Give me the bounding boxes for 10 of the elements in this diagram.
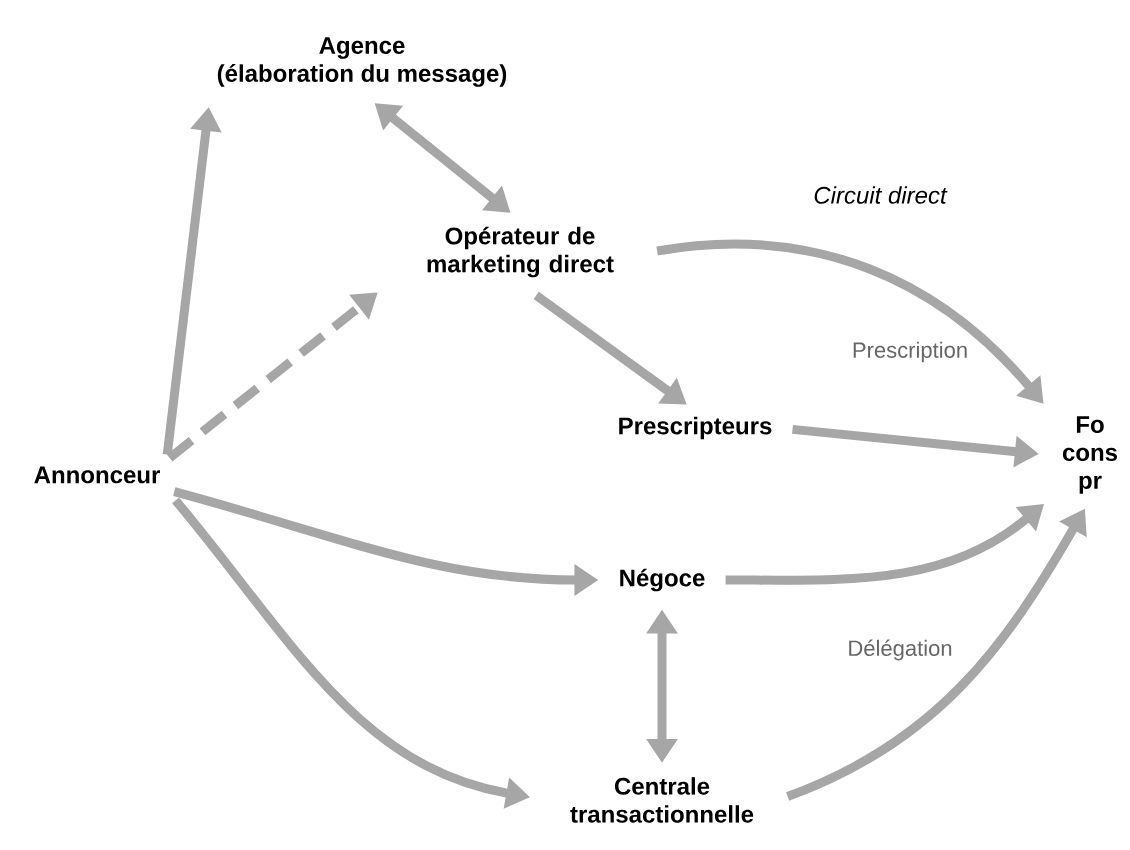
node-label: Annonceur — [34, 466, 160, 484]
node-label: Opérateur de marketing direct — [427, 226, 614, 278]
flow-label: Délégation — [849, 639, 952, 661]
node-label: Fo cons pr — [1062, 416, 1118, 494]
node-label: Agence (élaboration du message) — [217, 37, 507, 87]
node-label: Négoce — [620, 568, 705, 592]
node-label: Centrale transactionnelle — [570, 777, 754, 823]
node-label: Prescripteurs — [619, 416, 772, 440]
flow-label: Prescription — [853, 341, 967, 363]
edge-label: Circuit direct — [811, 184, 949, 206]
